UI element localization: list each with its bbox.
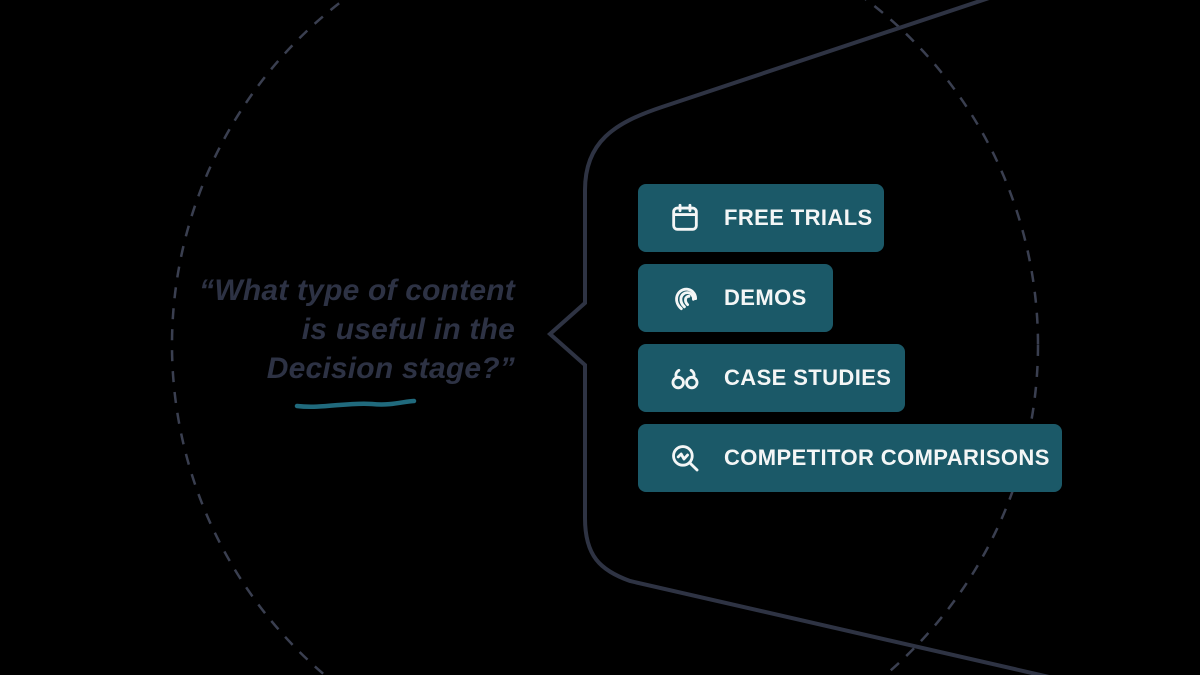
- button-label: COMPETITOR COMPARISONS: [724, 445, 1050, 470]
- content-type-button-competitor-comparisons[interactable]: COMPETITOR COMPARISONS: [638, 424, 1062, 492]
- dashed-circle: [170, 0, 1040, 675]
- content-type-button-free-trials[interactable]: FREE TRIALS: [638, 184, 884, 252]
- content-type-button-demos[interactable]: DEMOS: [638, 264, 833, 332]
- quote-underline: [294, 398, 417, 409]
- calendar-icon: [668, 201, 702, 235]
- quote-text: “What type of content is useful in the D…: [199, 274, 515, 385]
- content-type-button-case-studies[interactable]: CASE STUDIES: [638, 344, 905, 412]
- fingerprint-icon: [668, 281, 702, 315]
- magnifier-trend-icon: [668, 441, 702, 475]
- glasses-icon: [668, 361, 702, 395]
- callout-outline: [546, 0, 1050, 675]
- button-label: CASE STUDIES: [724, 365, 892, 390]
- button-label: DEMOS: [724, 285, 807, 310]
- button-label: FREE TRIALS: [724, 205, 873, 230]
